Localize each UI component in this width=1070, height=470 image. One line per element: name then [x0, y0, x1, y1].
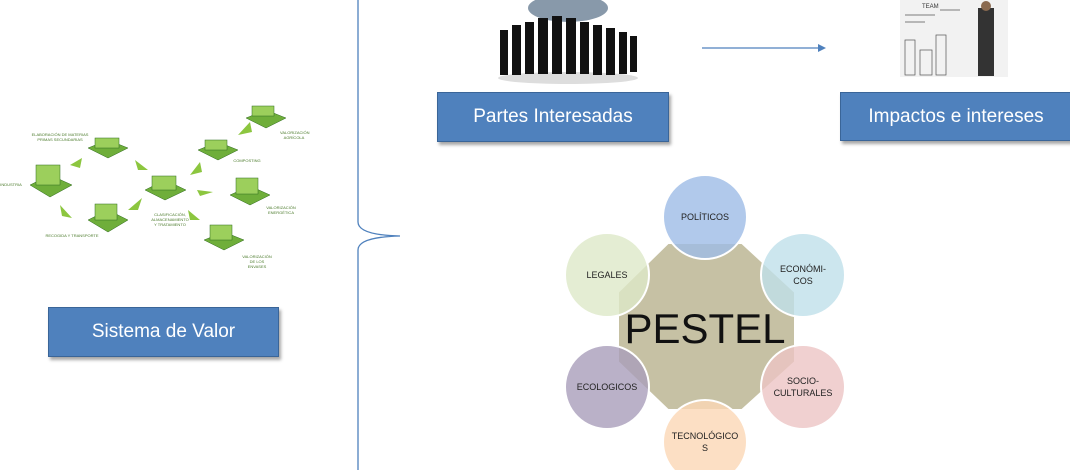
pestel-factor-label: CULTURALES	[774, 388, 833, 398]
pestel-factor-tecnologicos: TECNOLÓGICO S	[662, 399, 748, 470]
pestel-factor-circle	[564, 232, 650, 318]
pestel-factor-socioculturales: SOCIO- CULTURALES	[760, 344, 846, 430]
impactos-box: Impactos e intereses	[840, 92, 1070, 141]
svg-text:TEAM: TEAM	[922, 4, 939, 10]
label-industria: INDUSTRIA	[0, 182, 22, 187]
pestel-factor-economicos: ECONÓMI- COS	[760, 232, 846, 318]
sistema-de-valor-box: Sistema de Valor	[48, 307, 279, 357]
pestel-factor-politicos: POLÍTICOS	[662, 174, 748, 260]
stakeholders-image	[498, 0, 638, 84]
label-materias: ELABORACIÓN DE MATERIAS PRIMAS SECUNDARI…	[31, 132, 89, 142]
pestel-factor-label: ECONÓMI-	[780, 264, 826, 274]
pestel-factor-circle	[662, 399, 748, 470]
value-chain-illustration	[29, 105, 287, 251]
pestel-factor-ecologicos: ECOLOGICOS	[564, 344, 650, 430]
pestel-factor-circle	[760, 344, 846, 430]
pestel-factor-label: ECOLOGICOS	[577, 382, 638, 392]
pestel-factor-circle	[662, 174, 748, 260]
pestel-center-label: PESTEL	[624, 305, 785, 352]
impactos-label: Impactos e intereses	[868, 105, 1044, 127]
sistema-de-valor-label: Sistema de Valor	[91, 321, 236, 342]
partes-interesadas-label: Partes Interesadas	[473, 106, 633, 127]
pestel-factor-label: SOCIO-	[787, 376, 819, 386]
pestel-factor-circle	[760, 232, 846, 318]
pestel-factor-legales: LEGALES	[564, 232, 650, 318]
impacts-image: TEAM	[900, 0, 1008, 77]
pestel-factor-circle	[564, 344, 650, 430]
pestel-factor-label: POLÍTICOS	[681, 212, 729, 222]
partes-interesadas-box: Partes Interesadas	[437, 92, 669, 142]
pestel-factor-label: LEGALES	[586, 270, 627, 280]
pestel-diagram: POLÍTICOS ECONÓMI- COS SOCIO- CULTURALES TECN…	[564, 174, 846, 470]
label-recogida: RECOGIDA Y TRANSPORTE	[45, 233, 99, 238]
brace	[357, 0, 401, 470]
arrow-right-icon	[702, 44, 826, 52]
label-agricola: VALORIZACIÓN AGRÍCOLA	[280, 130, 310, 140]
pestel-factor-label: S	[702, 443, 708, 453]
pestel-factor-label: COS	[793, 276, 813, 286]
label-composting: COMPOSTING	[233, 158, 261, 163]
pestel-factor-label: TECNOLÓGICO	[672, 431, 739, 441]
label-energetica: VALORIZACIÓN ENERGÉTICA	[266, 205, 296, 215]
label-envases: VALORIZACIÓN DE LOS ENVASES	[242, 254, 272, 269]
label-clasificacion: CLASIFICACIÓN, ALMACENAMIENTO Y TRATAMIE…	[151, 212, 189, 227]
